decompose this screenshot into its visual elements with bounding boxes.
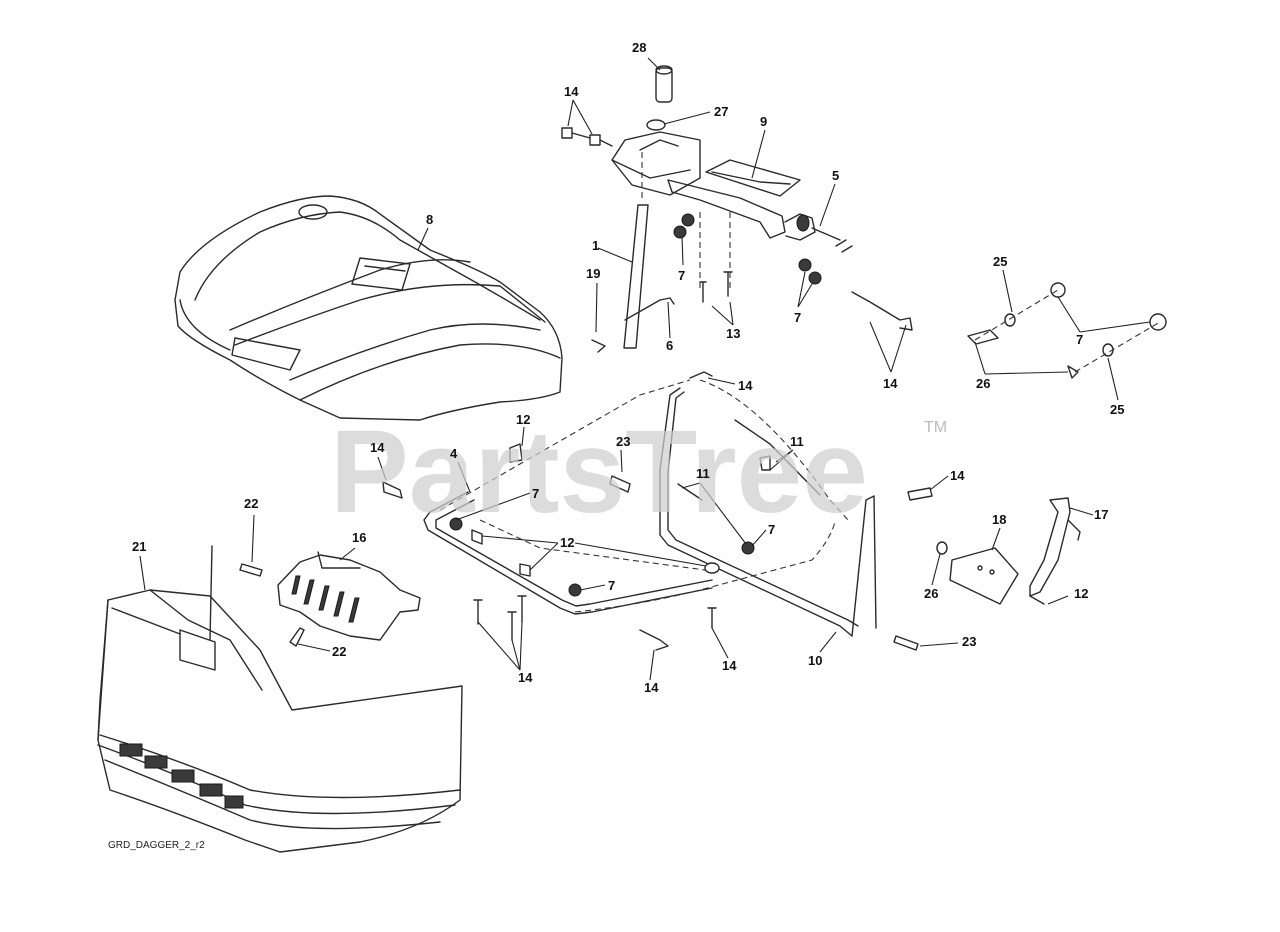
callout-14-left: 14 <box>370 440 385 455</box>
callout-7-right: 7 <box>1076 332 1083 347</box>
callout-26-right: 26 <box>976 376 990 391</box>
callout-1: 1 <box>592 238 599 253</box>
callout-28: 28 <box>632 40 646 55</box>
callout-7-b: 7 <box>794 310 801 325</box>
front-grille-part <box>97 545 463 853</box>
callout-25-bottom: 25 <box>1110 402 1124 417</box>
callout-17: 17 <box>1094 507 1108 522</box>
callout-23-top: 23 <box>616 434 630 449</box>
callout-9: 9 <box>760 114 767 129</box>
callout-7-e: 7 <box>768 522 775 537</box>
steering-assembly-part <box>611 65 841 349</box>
heat-shield-part <box>277 551 421 641</box>
callout-18: 18 <box>992 512 1006 527</box>
brackets-part <box>949 497 1081 605</box>
callout-12-top: 12 <box>516 412 530 427</box>
callout-14-d: 14 <box>950 468 965 483</box>
callout-13: 13 <box>726 326 740 341</box>
callout-8: 8 <box>426 212 433 227</box>
callout-7-d: 7 <box>608 578 615 593</box>
callout-7-a: 7 <box>678 268 685 283</box>
callout-7-c: 7 <box>532 486 539 501</box>
callout-22-top: 22 <box>244 496 258 511</box>
callout-6: 6 <box>666 338 673 353</box>
callout-10: 10 <box>808 653 822 668</box>
callout-26-b: 26 <box>924 586 938 601</box>
callout-23-bottom: 23 <box>962 634 976 649</box>
callout-labels: 28 27 9 14 5 8 1 19 7 6 13 7 14 25 7 26 … <box>132 40 1124 695</box>
callout-14-g: 14 <box>722 658 737 673</box>
callout-25-top: 25 <box>993 254 1007 269</box>
hood-part <box>174 195 563 421</box>
callout-21: 21 <box>132 539 146 554</box>
callout-14-c: 14 <box>738 378 753 393</box>
trademark-mark: TM <box>924 419 947 436</box>
callout-4: 4 <box>450 446 458 461</box>
callout-12-mid: 12 <box>560 535 574 550</box>
callout-11-mid: 11 <box>696 466 710 481</box>
callout-11-right: 11 <box>790 434 804 449</box>
leader-lines <box>139 57 1151 681</box>
hood-frame-part <box>423 379 877 637</box>
drawing-code: GRD_DAGGER_2_r2 <box>108 840 205 851</box>
callout-14-top: 14 <box>564 84 579 99</box>
callout-12-right: 12 <box>1074 586 1088 601</box>
callout-14-e: 14 <box>518 670 533 685</box>
callout-22-bottom: 22 <box>332 644 346 659</box>
callout-5: 5 <box>832 168 839 183</box>
callout-27: 27 <box>714 104 728 119</box>
brand-watermark: PartsTree TM <box>330 406 947 538</box>
callout-16: 16 <box>352 530 366 545</box>
callout-14-b: 14 <box>883 376 898 391</box>
fasteners-part <box>239 127 1167 651</box>
watermark-text: PartsTree <box>330 406 868 538</box>
callout-14-f: 14 <box>644 680 659 695</box>
callout-19: 19 <box>586 266 600 281</box>
